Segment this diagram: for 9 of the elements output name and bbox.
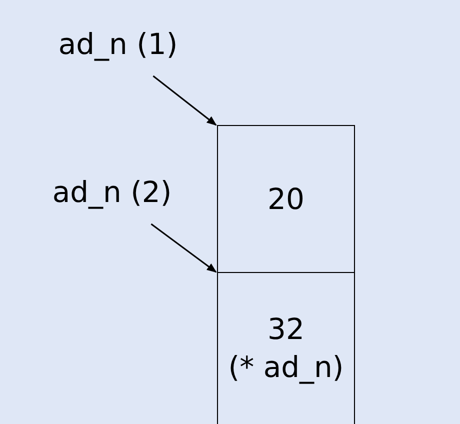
pointer-label: ad_n (1) [58, 26, 178, 63]
memory-cell [217, 125, 355, 273]
memory-cell [217, 272, 355, 424]
cell-value: 20 [268, 181, 304, 218]
pointer-label: ad_n (2) [52, 174, 172, 211]
cell-value: 32 [268, 311, 304, 348]
arrow [150, 223, 217, 273]
arrow [152, 75, 217, 126]
cell-value: (* ad_n) [228, 349, 344, 386]
